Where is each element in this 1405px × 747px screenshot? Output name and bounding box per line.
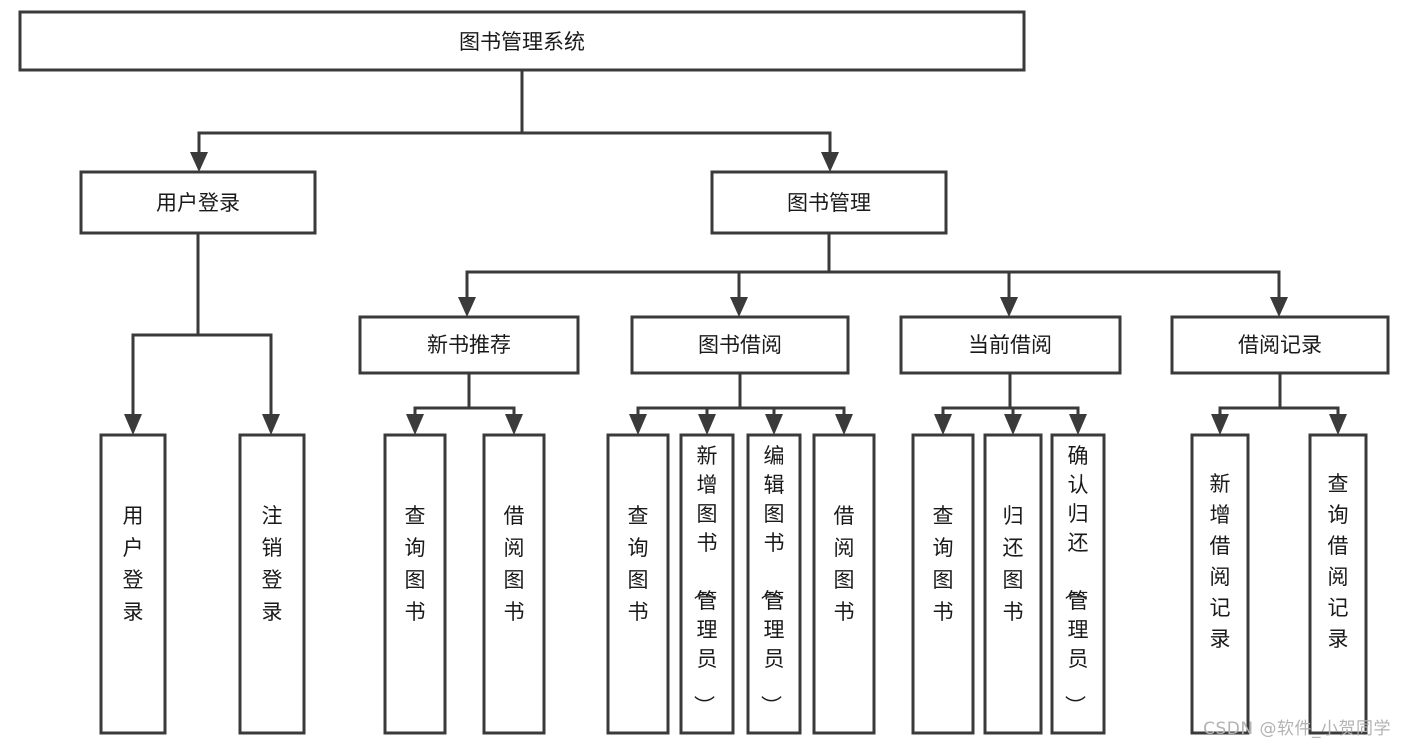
node-label: 查询借阅记录 [1328, 472, 1349, 651]
connector-root-bus [197, 68, 832, 154]
node-box[interactable] [899, 315, 1122, 375]
node-box[interactable] [1170, 315, 1390, 375]
arrow-head-icon [458, 297, 476, 317]
node-box[interactable] [812, 433, 876, 735]
node-label: 当前借阅 [968, 333, 1052, 357]
node-label: 借阅图书 [834, 504, 855, 624]
node-new-book-recommend[interactable]: 新书推荐 [358, 315, 580, 375]
node-leaf-add-book-admin[interactable]: 新增图书（管理员） [679, 433, 735, 735]
node-box[interactable] [358, 315, 580, 375]
arrow-head-icon [730, 297, 748, 317]
arrow-head-icon [765, 414, 783, 435]
node-leaf-query-borrow-record[interactable]: 查询借阅记录 [1308, 433, 1368, 735]
node-leaf-borrow-book-new[interactable]: 借阅图书 [482, 433, 546, 735]
node-label: 用户登录 [156, 191, 240, 215]
node-label: 借阅记录 [1238, 333, 1322, 357]
node-box[interactable] [1190, 433, 1250, 735]
node-box[interactable] [79, 170, 317, 235]
node-leaf-logout[interactable]: 注销登录 [238, 433, 306, 735]
node-book-management[interactable]: 图书管理 [710, 170, 948, 235]
node-label: 确认归还（管理员） [1063, 444, 1089, 716]
node-user-login[interactable]: 用户登录 [79, 170, 317, 235]
node-box[interactable] [1308, 433, 1368, 735]
node-leaf-confirm-return-admin[interactable]: 确认归还（管理员） [1050, 433, 1106, 735]
arrow-head-icon [1211, 414, 1229, 435]
arrow-head-icon [505, 414, 523, 435]
node-box[interactable] [679, 433, 735, 735]
arrow-head-icon [835, 414, 853, 435]
node-leaf-return-book[interactable]: 归还图书 [983, 433, 1043, 735]
node-label: 查询图书 [933, 504, 954, 624]
arrow-head-icon [934, 414, 952, 435]
node-label: 新书推荐 [427, 333, 511, 357]
node-box[interactable] [238, 433, 306, 735]
arrow-head-icon [1329, 414, 1347, 435]
arrow-head-icon [821, 152, 839, 172]
arrow-head-icon [406, 414, 424, 435]
arrow-head-icon [1270, 297, 1288, 317]
arrow-head-icon [262, 414, 280, 435]
node-box[interactable] [746, 433, 802, 735]
node-label: 借阅图书 [504, 504, 525, 624]
node-box[interactable] [630, 315, 850, 375]
arrow-head-icon [1000, 297, 1018, 317]
node-label: 图书管理系统 [459, 30, 585, 54]
connector-book-borrow-bus [636, 371, 846, 416]
node-leaf-add-borrow-record[interactable]: 新增借阅记录 [1190, 433, 1250, 735]
arrow-head-icon [124, 414, 142, 435]
node-label: 编辑图书（管理员） [759, 444, 785, 716]
connector-borrow-record-bus [1218, 371, 1340, 416]
node-box[interactable] [710, 170, 948, 235]
node-root-system[interactable]: 图书管理系统 [18, 10, 1026, 72]
node-label: 查询图书 [405, 504, 426, 624]
node-box[interactable] [99, 433, 167, 735]
node-box[interactable] [911, 433, 975, 735]
node-label: 新增图书（管理员） [692, 444, 718, 716]
node-current-borrow[interactable]: 当前借阅 [899, 315, 1122, 375]
node-label: 注销登录 [262, 504, 283, 624]
arrow-head-icon [1069, 414, 1087, 435]
node-box[interactable] [1050, 433, 1106, 735]
node-box[interactable] [18, 10, 1026, 72]
connector-current-borrow-bus [941, 371, 1080, 416]
node-leaf-query-book-current[interactable]: 查询图书 [911, 433, 975, 735]
connector-user-login-bus [131, 231, 273, 416]
node-label: 用户登录 [123, 504, 144, 624]
node-borrow-record[interactable]: 借阅记录 [1170, 315, 1390, 375]
arrow-head-icon [190, 152, 208, 172]
node-book-borrow[interactable]: 图书借阅 [630, 315, 850, 375]
leaf-node-group: 用户登录 注销登录 查询图书 借阅图书 查询图书 新增图书（管理员） [99, 433, 1368, 735]
node-box[interactable] [482, 433, 546, 735]
node-leaf-query-book-borrow[interactable]: 查询图书 [606, 433, 670, 735]
node-leaf-edit-book-admin[interactable]: 编辑图书（管理员） [746, 433, 802, 735]
node-box[interactable] [383, 433, 447, 735]
node-box[interactable] [606, 433, 670, 735]
arrow-head-icon [698, 414, 716, 435]
node-label: 图书借阅 [698, 333, 782, 357]
node-label: 新增借阅记录 [1210, 472, 1231, 651]
arrow-head-icon [1004, 414, 1022, 435]
connector-new-book-bus [413, 371, 516, 416]
connector-layer [124, 68, 1347, 435]
node-leaf-user-login[interactable]: 用户登录 [99, 433, 167, 735]
node-label: 图书管理 [787, 191, 871, 215]
watermark-label: CSDN @软件_小贺同学 [1203, 719, 1391, 739]
arrow-head-icon [629, 414, 647, 435]
node-leaf-borrow-book[interactable]: 借阅图书 [812, 433, 876, 735]
node-leaf-query-book-new[interactable]: 查询图书 [383, 433, 447, 735]
node-box[interactable] [983, 433, 1043, 735]
node-label: 查询图书 [628, 504, 649, 624]
node-label: 归还图书 [1003, 504, 1024, 624]
connector-book-mgmt-bus [465, 231, 1281, 299]
